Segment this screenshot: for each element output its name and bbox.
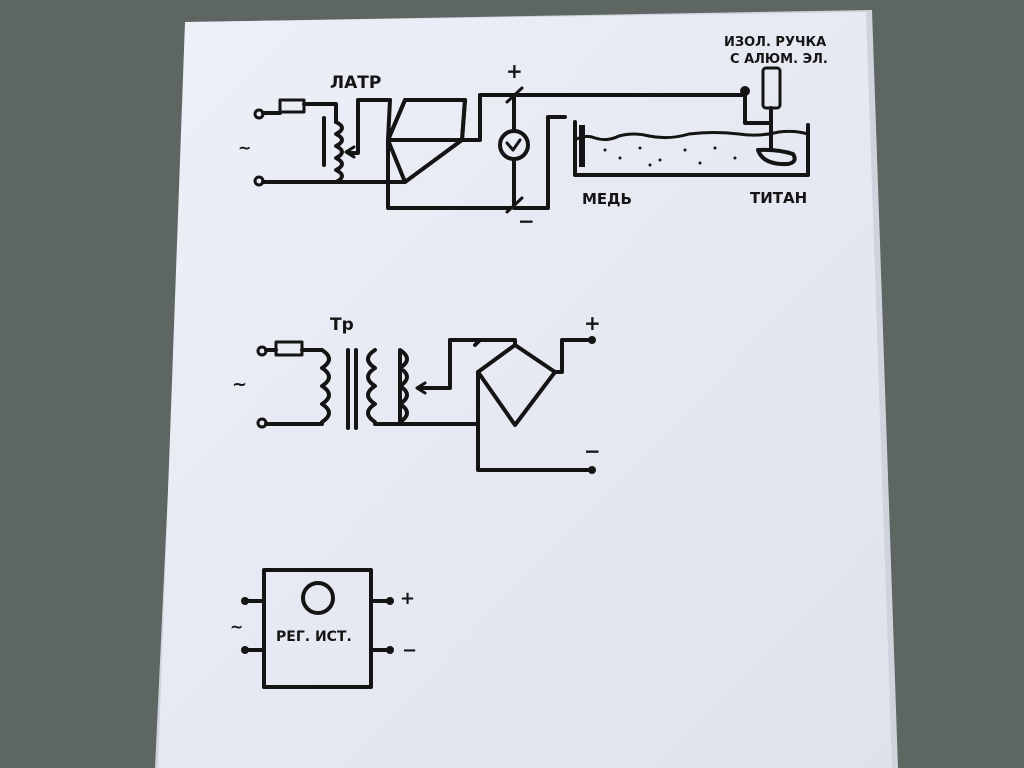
handle-label-line2: С АЛЮМ. ЭЛ. bbox=[730, 52, 828, 67]
ac-symbol: ~ bbox=[238, 138, 251, 157]
copper-label: МЕДЬ bbox=[582, 190, 632, 208]
knob-icon bbox=[301, 581, 335, 615]
transformer-label: Тр bbox=[330, 315, 354, 335]
copper-electrode bbox=[579, 125, 585, 167]
ac-symbol: ~ bbox=[230, 617, 243, 636]
plus-label: + bbox=[506, 59, 523, 83]
circuit-transformer: Тр ~ + − bbox=[232, 311, 601, 474]
plus-label: + bbox=[400, 588, 415, 609]
titanium-part bbox=[756, 147, 797, 167]
handle-label-line1: ИЗОЛ. РУЧКА bbox=[724, 35, 826, 50]
electrolyte-bath bbox=[573, 120, 810, 177]
circuit-latr: ЛАТР ~ + − ИЗОЛ. РУЧКА С АЛЮМ. ЭЛ. МЕДЬ … bbox=[238, 35, 828, 233]
circuit-regulated-source: РЕГ. ИСТ. ~ + − bbox=[230, 568, 417, 689]
latr-coil bbox=[334, 120, 344, 184]
transformer-core bbox=[346, 348, 358, 430]
minus-label: − bbox=[402, 640, 417, 661]
plus-label: + bbox=[584, 311, 601, 335]
latr-label: ЛАТР bbox=[330, 73, 381, 93]
paper-sheet bbox=[158, 12, 892, 768]
titanium-label: ТИТАН bbox=[750, 189, 807, 207]
box-label: РЕГ. ИСТ. bbox=[276, 629, 352, 645]
source-box bbox=[262, 568, 373, 689]
ac-symbol: ~ bbox=[232, 374, 247, 395]
minus-label: − bbox=[584, 439, 601, 463]
minus-label: − bbox=[518, 209, 535, 233]
